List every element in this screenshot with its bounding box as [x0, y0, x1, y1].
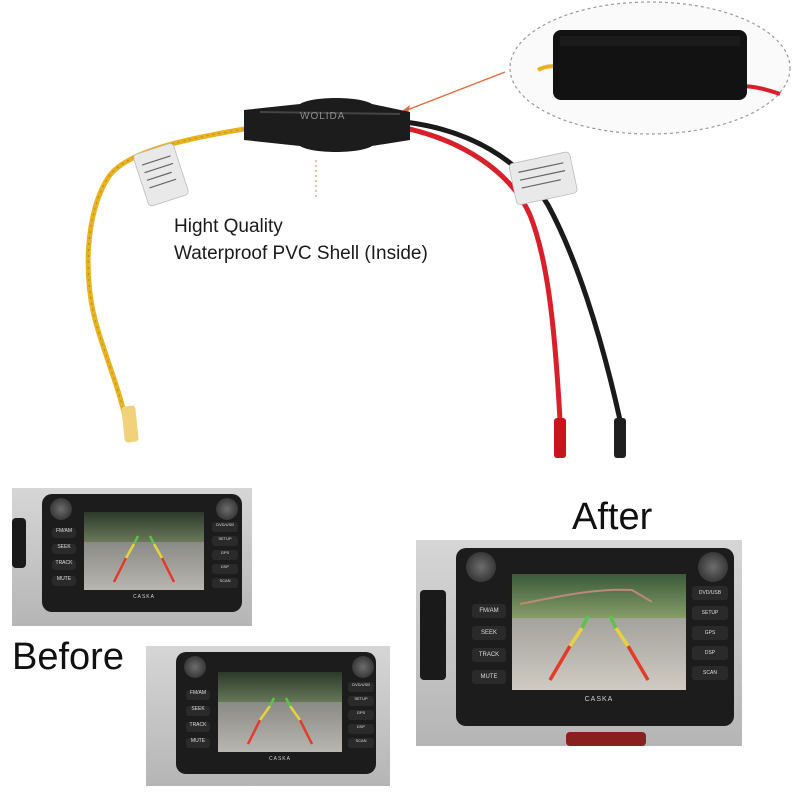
btn-gps: GPS	[212, 550, 238, 560]
btn-dsp: DSP	[348, 724, 374, 734]
btn-setup: SETUP	[348, 696, 374, 706]
before-photo-2: FM/AM SEEK TRACK MUTE DVD/USB SETUP GPS …	[146, 646, 390, 786]
after-label: After	[572, 496, 653, 538]
red-wire	[402, 125, 563, 423]
btn-setup: SETUP	[212, 536, 238, 546]
btn-setup: SETUP	[692, 606, 728, 620]
btn-scan: SCAN	[212, 578, 238, 588]
btn-fm-am: FM/AM	[186, 690, 210, 700]
pvc-shell	[244, 98, 410, 152]
black-wire-tip	[614, 418, 626, 458]
btn-gps: GPS	[692, 626, 728, 640]
btn-seek: SEEK	[52, 544, 76, 554]
yellow-wire-tip	[121, 405, 139, 443]
btn-seek: SEEK	[186, 706, 210, 716]
tag-right	[508, 151, 578, 205]
btn-fm-am: FM/AM	[472, 604, 506, 618]
after-photo: FM/AM SEEK TRACK MUTE DVD/USB SETUP GPS …	[416, 540, 742, 746]
shell-brand-text: WOLIDA	[300, 111, 346, 122]
btn-track: TRACK	[186, 722, 210, 732]
btn-track: TRACK	[472, 648, 506, 662]
btn-dvd-usb: DVD/USB	[348, 682, 374, 692]
caption-quality: Hight Quality	[174, 216, 283, 237]
btn-scan: SCAN	[348, 738, 374, 748]
btn-scan: SCAN	[692, 666, 728, 680]
camera-screen	[218, 672, 342, 752]
btn-dvd-usb: DVD/USB	[692, 586, 728, 600]
caption-shell: Waterproof PVC Shell (Inside)	[174, 243, 428, 264]
pointer-arrow	[401, 71, 506, 113]
btn-mute: MUTE	[472, 670, 506, 684]
brand-label: CASKA	[584, 696, 614, 703]
btn-seek: SEEK	[472, 626, 506, 640]
btn-mute: MUTE	[186, 738, 210, 748]
btn-mute: MUTE	[52, 576, 76, 586]
tune-knob	[216, 498, 238, 520]
tag-left	[133, 143, 189, 207]
btn-gps: GPS	[348, 710, 374, 720]
before-photo-1: FM/AM SEEK TRACK MUTE DVD/USB SETUP GPS …	[12, 488, 252, 626]
tune-knob	[698, 552, 728, 582]
brand-label: CASKA	[133, 594, 155, 600]
red-wire-tip	[554, 418, 566, 458]
volume-knob	[184, 656, 206, 678]
btn-dsp: DSP	[692, 646, 728, 660]
btn-track: TRACK	[52, 560, 76, 570]
volume-knob	[466, 552, 496, 582]
brand-label: CASKA	[269, 756, 291, 762]
btn-dsp: DSP	[212, 564, 238, 574]
black-wire	[402, 119, 623, 423]
volume-knob	[50, 498, 72, 520]
before-label: Before	[12, 636, 124, 678]
camera-screen	[512, 574, 686, 690]
tune-knob	[352, 656, 374, 678]
btn-dvd-usb: DVD/USB	[212, 522, 238, 532]
btn-fm-am: FM/AM	[52, 528, 76, 538]
camera-screen	[84, 512, 204, 590]
inset-foam-shell	[553, 30, 747, 100]
